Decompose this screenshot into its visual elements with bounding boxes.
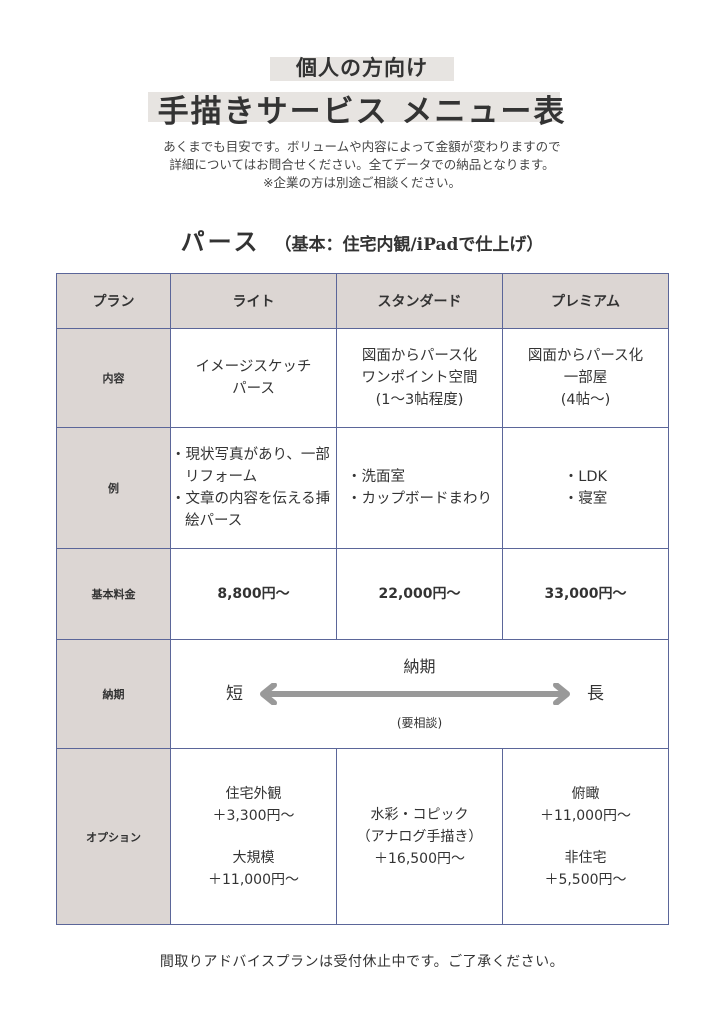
row-label-examples: 例: [56, 427, 171, 549]
delivery-title: 納期: [403, 657, 436, 676]
section-subtitle: （基本：住宅内観/iPadで仕上げ）: [274, 235, 544, 255]
content-line: イメージスケッチ: [195, 359, 312, 375]
examples-list: ・LDK ・寝室: [564, 466, 608, 510]
options-light: 住宅外観 ＋3,300円〜 大規模 ＋11,000円〜: [170, 748, 337, 925]
delivery-row: 納期 納期 短 長 (要相談): [56, 639, 669, 749]
option-price: ＋3,300円〜: [212, 807, 295, 824]
intro-line: 詳細についてはお問合せください。全てデータでの納品となります。: [169, 157, 555, 172]
content-light: イメージスケッチ パース: [170, 328, 337, 428]
delivery-cell: 納期 短 長 (要相談): [170, 639, 669, 749]
menu-table: プラン ライト スタンダード プレミアム 内容 イメージスケッチ パース 図面か…: [56, 273, 669, 925]
option-item: 大規模 ＋11,000円〜: [171, 847, 336, 891]
header-premium: プレミアム: [502, 273, 669, 329]
price-standard: 22,000円〜: [336, 548, 503, 640]
option-sub: （アナログ手描き）: [356, 828, 483, 845]
example-item: ・LDK: [563, 469, 608, 485]
option-item: 住宅外観 ＋3,300円〜: [171, 783, 336, 827]
section-title: パース: [180, 227, 261, 256]
price-premium: 33,000円〜: [502, 548, 669, 640]
option-price: ＋5,500円〜: [544, 871, 627, 888]
content-row: 内容 イメージスケッチ パース 図面からパース化 ワンポイント空間 (1〜3帖程…: [56, 328, 669, 428]
option-item: 俯瞰 ＋11,000円〜: [503, 783, 668, 827]
option-name: 大規模: [232, 849, 275, 866]
content-line: (4帖〜): [560, 392, 611, 408]
option-price: ＋16,500円〜: [374, 850, 465, 867]
row-label-delivery: 納期: [56, 639, 171, 749]
header-standard: スタンダード: [336, 273, 503, 329]
option-name: 住宅外観: [225, 785, 282, 802]
examples-standard: ・洗面室 ・カップボードまわり: [336, 427, 503, 549]
intro-line: あくまでも目安です。ボリュームや内容によって金額が変わりますので: [163, 139, 561, 154]
option-name: 非住宅: [564, 849, 607, 866]
row-label-content: 内容: [56, 328, 171, 428]
delivery-long-label: 長: [587, 684, 604, 704]
example-item: ・現状写真があり、一部リフォーム: [171, 447, 330, 485]
examples-premium: ・LDK ・寝室: [502, 427, 669, 549]
intro-line: ※企業の方は別途ご相談ください。: [263, 175, 461, 190]
content-line: 一部屋: [563, 370, 608, 386]
example-item: ・洗面室: [347, 469, 405, 485]
content-line: ワンポイント空間: [361, 370, 478, 386]
example-item: ・寝室: [563, 491, 608, 507]
option-price: ＋11,000円〜: [540, 807, 631, 824]
option-item: 水彩・コピック （アナログ手描き） ＋16,500円〜: [337, 804, 502, 870]
page-subtitle: 個人の方向け: [296, 55, 428, 80]
examples-list: ・洗面室 ・カップボードまわり: [347, 466, 492, 510]
delivery-short-label: 短: [226, 684, 243, 704]
content-line: (1〜3帖程度): [375, 392, 464, 408]
table-header-row: プラン ライト スタンダード プレミアム: [56, 273, 669, 329]
content-standard: 図面からパース化 ワンポイント空間 (1〜3帖程度): [336, 328, 503, 428]
title-highlight: [148, 92, 560, 122]
content-line: 図面からパース化: [361, 348, 478, 364]
page-title: 手描きサービス メニュー表: [157, 94, 567, 130]
subtitle-highlight: [270, 57, 454, 81]
content-line: パース: [232, 381, 275, 397]
examples-list: ・現状写真があり、一部リフォーム ・文章の内容を伝える挿絵パース: [171, 444, 336, 532]
option-name: 俯瞰: [571, 785, 600, 802]
examples-light: ・現状写真があり、一部リフォーム ・文章の内容を伝える挿絵パース: [170, 427, 337, 549]
header-light: ライト: [170, 273, 337, 329]
example-item: ・カップボードまわり: [347, 491, 492, 507]
options-row: オプション 住宅外観 ＋3,300円〜 大規模 ＋11,000円〜 水彩・コピッ…: [56, 748, 669, 925]
row-label-options: オプション: [56, 748, 171, 925]
content-premium: 図面からパース化 一部屋 (4帖〜): [502, 328, 669, 428]
header-plan: プラン: [56, 273, 171, 329]
footer-note: 間取りアドバイスプランは受付休止中です。ご了承ください。: [159, 954, 565, 970]
example-item: ・文章の内容を伝える挿絵パース: [171, 491, 331, 529]
double-arrow-icon: [260, 683, 570, 705]
option-price: ＋11,000円〜: [208, 871, 299, 888]
option-item: 非住宅 ＋5,500円〜: [503, 847, 668, 891]
content-line: 図面からパース化: [527, 348, 644, 364]
options-standard: 水彩・コピック （アナログ手描き） ＋16,500円〜: [336, 748, 503, 925]
intro-text: あくまでも目安です。ボリュームや内容によって金額が変わりますので 詳細については…: [0, 138, 724, 192]
row-label-price: 基本料金: [56, 548, 171, 640]
price-light: 8,800円〜: [170, 548, 337, 640]
section-heading: パース （基本：住宅内観/iPadで仕上げ）: [0, 222, 724, 257]
price-row: 基本料金 8,800円〜 22,000円〜 33,000円〜: [56, 548, 669, 640]
delivery-note: (要相談): [396, 716, 443, 730]
examples-row: 例 ・現状写真があり、一部リフォーム ・文章の内容を伝える挿絵パース ・洗面室 …: [56, 427, 669, 549]
option-name: 水彩・コピック: [370, 806, 469, 823]
options-premium: 俯瞰 ＋11,000円〜 非住宅 ＋5,500円〜: [502, 748, 669, 925]
